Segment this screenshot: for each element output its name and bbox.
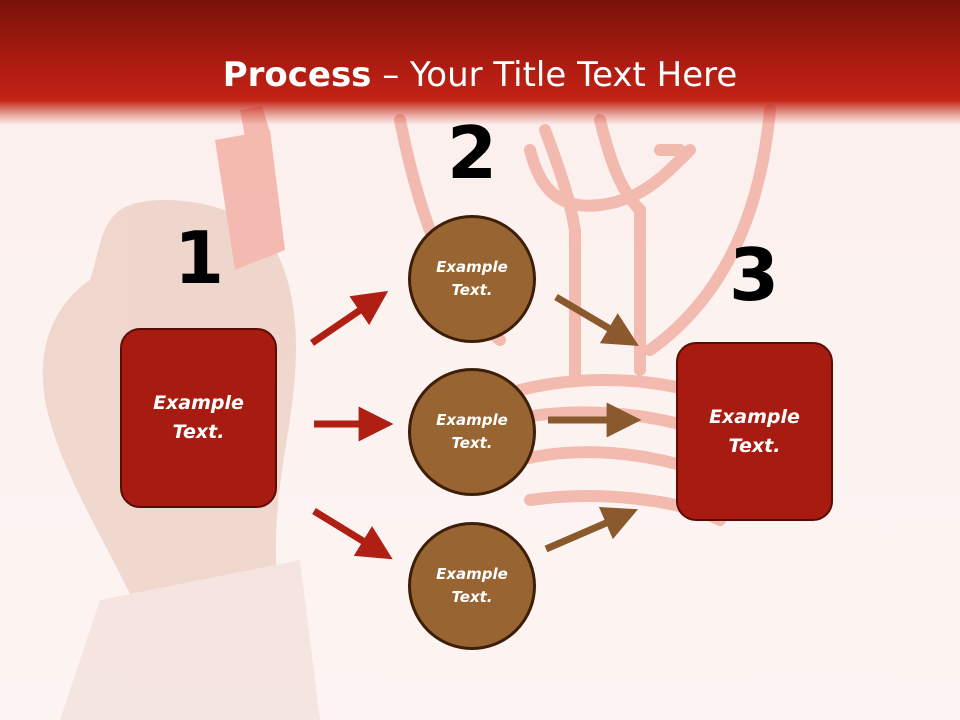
circle-middle-text-line2: Text. (451, 434, 493, 452)
step-3-text-line1: Example (709, 405, 800, 428)
step-1-box[interactable]: Example Text. (120, 328, 277, 508)
step-number-2: 2 (446, 111, 498, 195)
step-3-text-line2: Text. (728, 434, 781, 457)
circle-bottom-text-line2: Text. (451, 588, 493, 606)
step-2-circle-bottom[interactable]: Example Text. (408, 522, 536, 650)
circle-bottom-text-line1: Example (436, 565, 508, 583)
step-1-text-line2: Text. (172, 421, 225, 443)
title-rest: – Your Title Text Here (371, 55, 738, 95)
step-3-box[interactable]: Example Text. (676, 342, 833, 521)
step-2-circle-middle[interactable]: Example Text. (408, 368, 536, 496)
step-1-text-line1: Example (153, 392, 244, 414)
circle-top-text-line2: Text. (451, 281, 493, 299)
title-bar (0, 0, 960, 125)
step-2-circle-top[interactable]: Example Text. (408, 215, 536, 343)
circle-top-text-line1: Example (436, 258, 508, 276)
title-bold: Process (222, 55, 372, 95)
slide-title: Process – Your Title Text Here (0, 52, 960, 98)
step-number-1: 1 (173, 216, 225, 300)
circle-middle-text-line1: Example (436, 411, 508, 429)
step-number-3: 3 (728, 233, 780, 317)
